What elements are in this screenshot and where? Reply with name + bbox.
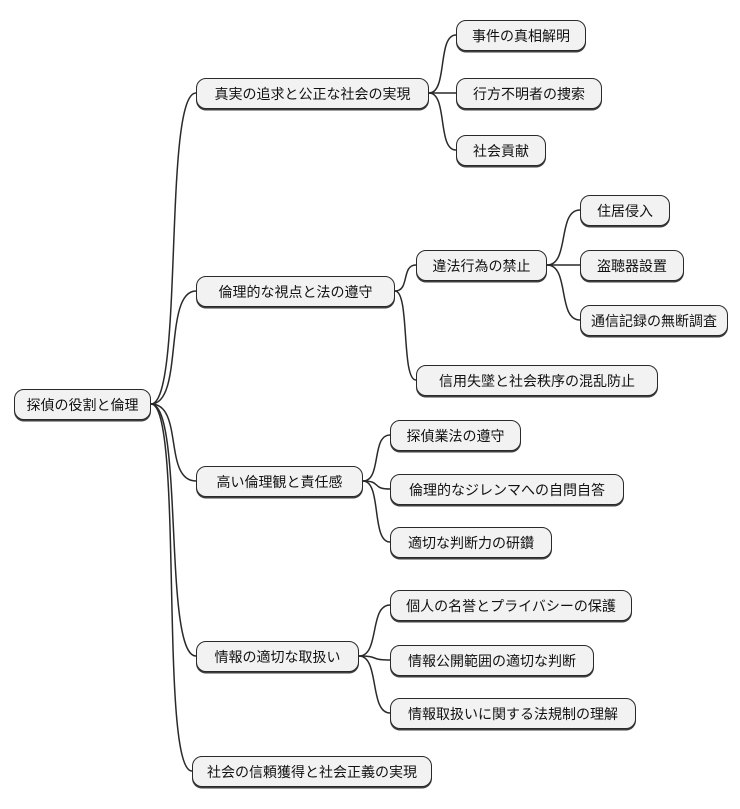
edge-branch1-child3 [428,92,457,151]
edge-illegal-child3 [546,264,581,321]
node-branch5[interactable]: 社会の信頼獲得と社会正義の実現 [192,756,432,787]
node-illegal-child3[interactable]: 通信記録の無断調査 [580,305,728,336]
edge-branch2-child2 [394,290,417,381]
node-branch3-child3[interactable]: 適切な判断力の研鑽 [390,527,552,558]
node-illegal-child1[interactable]: 住居侵入 [580,195,670,226]
node-branch1-child1[interactable]: 事件の真相解明 [456,20,586,51]
edge-root-branch5 [150,403,193,772]
node-branch2-child1[interactable]: 違法行為の禁止 [416,250,547,281]
node-branch1-child3[interactable]: 社会貢献 [456,135,546,166]
edge-branch2-child1 [394,264,417,292]
edge-branch4-child3 [358,655,391,714]
edge-branch3-child1 [362,434,391,482]
node-branch3[interactable]: 高い倫理観と責任感 [196,466,363,497]
node-illegal-child2[interactable]: 盗聴器設置 [580,250,684,281]
edge-branch4-child2 [358,655,391,661]
node-branch4-child1[interactable]: 個人の名誉とプライバシーの保護 [390,590,632,621]
node-root[interactable]: 探偵の役割と倫理 [14,389,151,420]
node-branch3-child1[interactable]: 探偵業法の遵守 [390,420,521,451]
edge-illegal-child1 [546,209,581,266]
node-branch4-child3[interactable]: 情報取扱いに関する法規制の理解 [390,698,636,729]
edge-branch1-child1 [428,34,457,94]
node-branch2[interactable]: 倫理的な視点と法の遵守 [196,276,395,307]
node-branch4-child2[interactable]: 情報公開範囲の適切な判断 [390,645,594,676]
edge-root-branch3 [150,403,197,482]
edge-root-branch2 [150,290,197,405]
edge-root-branch4 [150,403,197,657]
edge-branch4-child1 [358,604,391,657]
node-branch1-child2[interactable]: 行方不明者の捜索 [456,78,602,109]
edge-root-branch1 [150,92,197,405]
node-branch3-child2[interactable]: 倫理的なジレンマへの自問自答 [390,474,624,505]
node-branch4[interactable]: 情報の適切な取扱い [196,641,359,672]
node-branch2-child2[interactable]: 信用失墜と社会秩序の混乱防止 [416,365,658,396]
edge-branch3-child3 [362,480,391,543]
node-branch1[interactable]: 真実の追求と公正な社会の実現 [196,78,429,109]
